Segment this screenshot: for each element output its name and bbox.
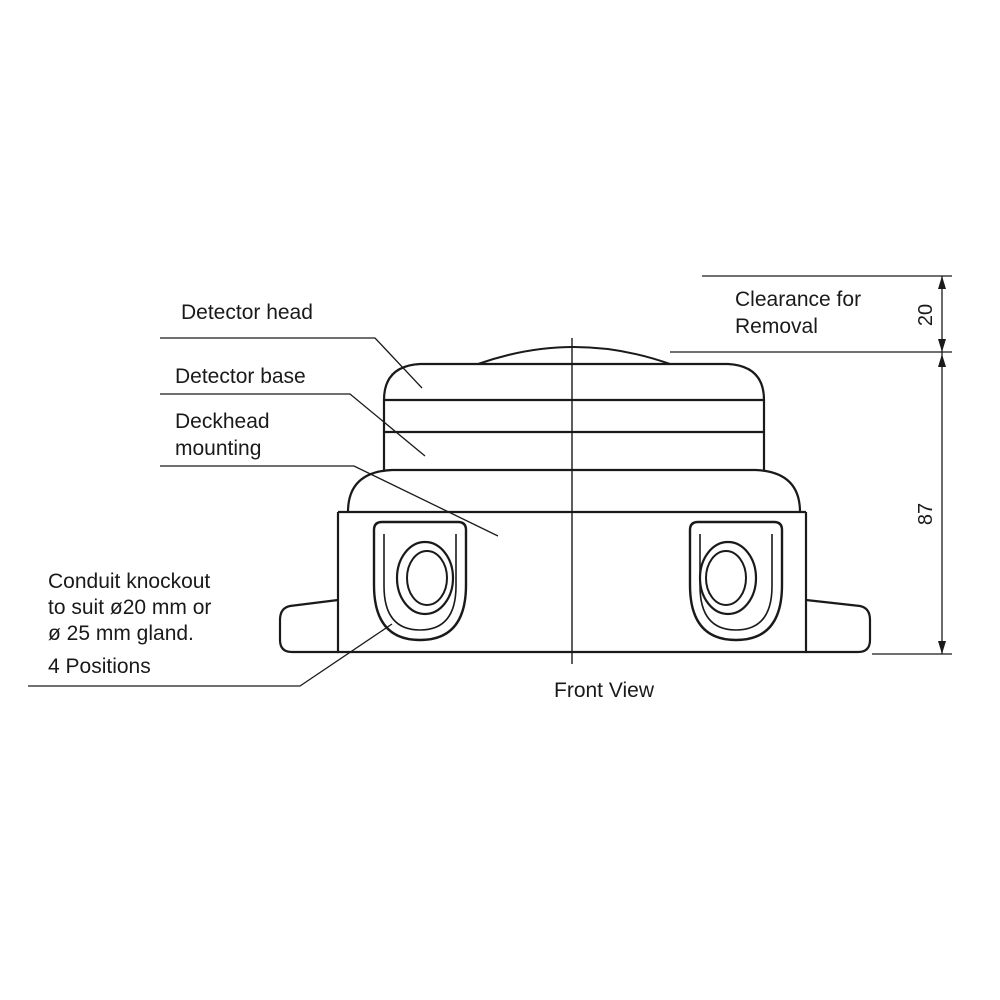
label-detector-base: Detector base	[175, 365, 306, 388]
label-conduit-line1: Conduit knockout	[48, 570, 210, 593]
label-clearance-line2: Removal	[735, 315, 818, 338]
dimension-height	[872, 352, 952, 655]
conduit-knockout-right	[688, 520, 784, 642]
mounting-feet	[278, 598, 872, 654]
label-conduit-line4: 4 Positions	[48, 655, 151, 678]
label-deckhead-mounting-line2: mounting	[175, 437, 261, 460]
leader-lines	[28, 337, 499, 687]
label-clearance-line1: Clearance for	[735, 288, 861, 311]
label-detector-head: Detector head	[181, 301, 313, 324]
dimension-clearance-value: 20	[915, 304, 937, 326]
detector-base-body	[382, 400, 766, 470]
dimension-clearance	[670, 275, 952, 353]
dimension-height-value: 87	[915, 503, 937, 525]
view-caption: Front View	[554, 679, 655, 702]
label-deckhead-mounting-line1: Deckhead	[175, 410, 270, 433]
detector-head-body	[382, 346, 766, 402]
label-conduit-line2: to suit ø20 mm or	[48, 596, 211, 619]
conduit-knockout-left	[372, 520, 468, 642]
label-conduit-line3: ø 25 mm gland.	[48, 622, 194, 645]
